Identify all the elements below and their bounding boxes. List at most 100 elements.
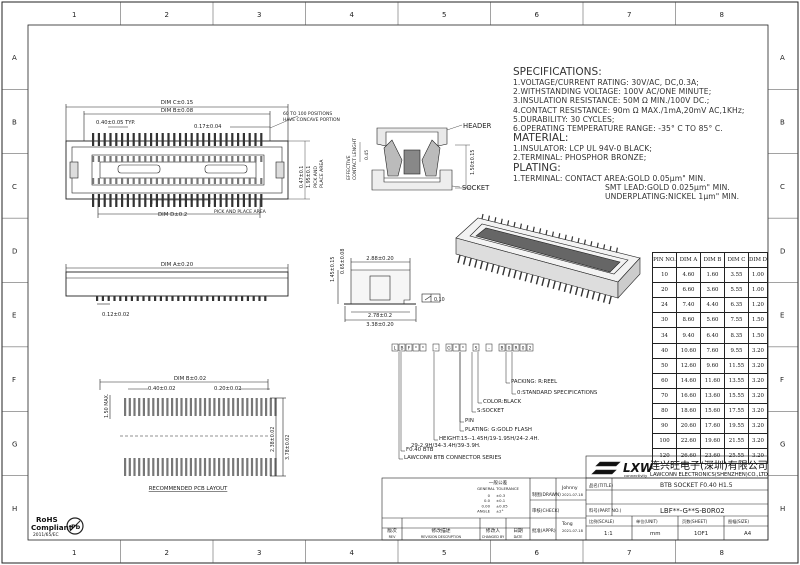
- pin-table-cell: 5.60: [700, 312, 725, 329]
- pin-table-cell: 4.60: [676, 267, 701, 284]
- pin-table-cell: 3.20: [748, 402, 768, 420]
- pin-table-cell: 3.60: [700, 282, 725, 299]
- pin-table-cell: 13.60: [700, 387, 725, 404]
- tol-key: 0.0: [484, 498, 491, 503]
- part-number-label: F0.40 BTB: [406, 447, 434, 453]
- col-label: 6: [535, 549, 540, 557]
- row-label: G: [780, 440, 785, 448]
- spec-line: 2.WITHSTANDING VOLTAGE: 100V AC/ONE MINU…: [513, 87, 712, 97]
- tb-part-value: LBF**-G**S-B0R02: [660, 507, 725, 515]
- tb-drawn-label: 制图(DRAWN): [532, 491, 561, 498]
- pin-table-cell: 3.20: [748, 433, 768, 450]
- tb-unit-value: mm: [650, 531, 661, 537]
- part-number-label: PACKING: R:REEL: [511, 379, 558, 385]
- pcb-h2: 3.78±0.02: [285, 435, 291, 460]
- pin-table-cell: 15.55: [724, 387, 749, 404]
- tb-approve-date: 2021-07-18: [562, 529, 584, 533]
- pin-table-cell: 1.00: [748, 267, 768, 284]
- code-char: *: [415, 346, 418, 352]
- row-label: H: [12, 505, 17, 513]
- sv-h2: 0.65±0.08: [340, 249, 346, 274]
- pin-table-cell: 7.40: [676, 297, 701, 314]
- section-contact: CONTACT LENGHT: [352, 138, 358, 180]
- plating-line: 1.TERMINAL: CONTACT AREA:GOLD 0.05μm" MI…: [513, 173, 706, 183]
- tol-key: ANGLE: [477, 509, 490, 514]
- front-view: [65, 264, 289, 305]
- code-char: S: [475, 346, 478, 352]
- pin-table-cell: 50: [652, 357, 677, 374]
- tb-tol-sub: GENERAL TOLERANCE: [477, 486, 519, 491]
- pin-table-cell: 11.60: [700, 372, 725, 389]
- pin-table-cell: 60: [652, 372, 677, 389]
- pin-table-cell: 20: [652, 282, 677, 299]
- tol-key: 0.00: [482, 503, 491, 508]
- code-char: B: [400, 346, 403, 352]
- tol-val: ±2°: [496, 509, 504, 514]
- col-label: 8: [720, 11, 724, 19]
- code-char: -: [488, 347, 490, 352]
- pin-table-cell: 24: [652, 297, 677, 314]
- top-view: [65, 104, 310, 218]
- rohs-code: 2011/65/EC: [33, 532, 59, 538]
- pin-table-cell: 3.20: [748, 357, 768, 374]
- tv-dim-d: DIM D±0.2: [158, 212, 187, 218]
- section-eff-val: 0.45: [364, 150, 370, 160]
- pin-table-cell: 40: [652, 342, 677, 359]
- tol-val: ±0.3: [496, 493, 506, 498]
- pin-table-cell: 3.20: [748, 387, 768, 404]
- tb-sheet-label: 页数(SHEET): [682, 518, 708, 525]
- plating-line: UNDERPLATING:NICKEL 1μm" MIN.: [605, 192, 740, 202]
- code-char: F: [408, 346, 411, 352]
- row-label: C: [12, 183, 17, 191]
- pin-table-cell: DIM C: [724, 251, 749, 269]
- tb-title-label: 品名(TITLE): [589, 482, 613, 489]
- pin-table-cell: 1.00: [748, 282, 768, 299]
- code-char: L: [394, 346, 397, 352]
- side-view: [337, 258, 441, 322]
- pin-table-cell: 21.55: [724, 433, 749, 450]
- tb-sheet-value: 1OF1: [694, 531, 708, 537]
- pin-table-cell: 5.55: [724, 282, 749, 299]
- part-number-label: HEIGHT:15--1.45H/19-1.95H/24-2.4H.: [439, 436, 540, 442]
- tb-check-label: 审核(CHECK): [532, 507, 560, 514]
- rev-header: 版次: [387, 527, 397, 534]
- tb-unit-label: 单位(UNIT): [636, 518, 658, 525]
- iso-view: [455, 213, 641, 305]
- pin-table-cell: 17.55: [724, 402, 749, 420]
- code-char: *: [455, 346, 458, 352]
- plating-title: PLATING:: [513, 161, 561, 174]
- tv-note2: HAVE CONCAVE PORTION: [283, 117, 340, 123]
- tb-size-value: A4: [744, 531, 752, 537]
- spec-line: 3.INSULATION RESISTANCE: 50M Ω MIN./100V…: [513, 96, 710, 106]
- sv-bot2: 3.38±0.20: [366, 322, 393, 328]
- sv-flat: 0.10: [434, 297, 445, 303]
- fv-w: 0.12±0.02: [102, 312, 129, 318]
- row-label: C: [780, 183, 785, 191]
- pin-table-cell: 25.55: [724, 448, 749, 465]
- code-char: 0: [522, 346, 525, 352]
- pin-table-cell: 90: [652, 418, 677, 435]
- sv-top: 2.88±0.20: [366, 256, 393, 262]
- tb-title-value: BTB SOCKET F0.40 H1.5: [660, 482, 733, 489]
- plating-line: SMT LEAD:GOLD 0.025μm" MIN.: [605, 182, 730, 192]
- pin-table-cell: 3.20: [748, 372, 768, 389]
- col-label: 4: [350, 549, 355, 557]
- material-line: 2.TERMINAL: PHOSPHOR BRONZE;: [513, 153, 647, 163]
- tb-size-label: 图幅(SIZE): [728, 518, 749, 525]
- code-char: -: [435, 347, 437, 352]
- pcb-dim-b: DIM B±0.02: [174, 376, 206, 382]
- pin-table-cell: 9.60: [700, 357, 725, 374]
- section-socket-label: SOCKET: [462, 184, 490, 192]
- material-title: MATERIAL:: [513, 132, 569, 145]
- pin-table-cell: 10: [652, 267, 677, 284]
